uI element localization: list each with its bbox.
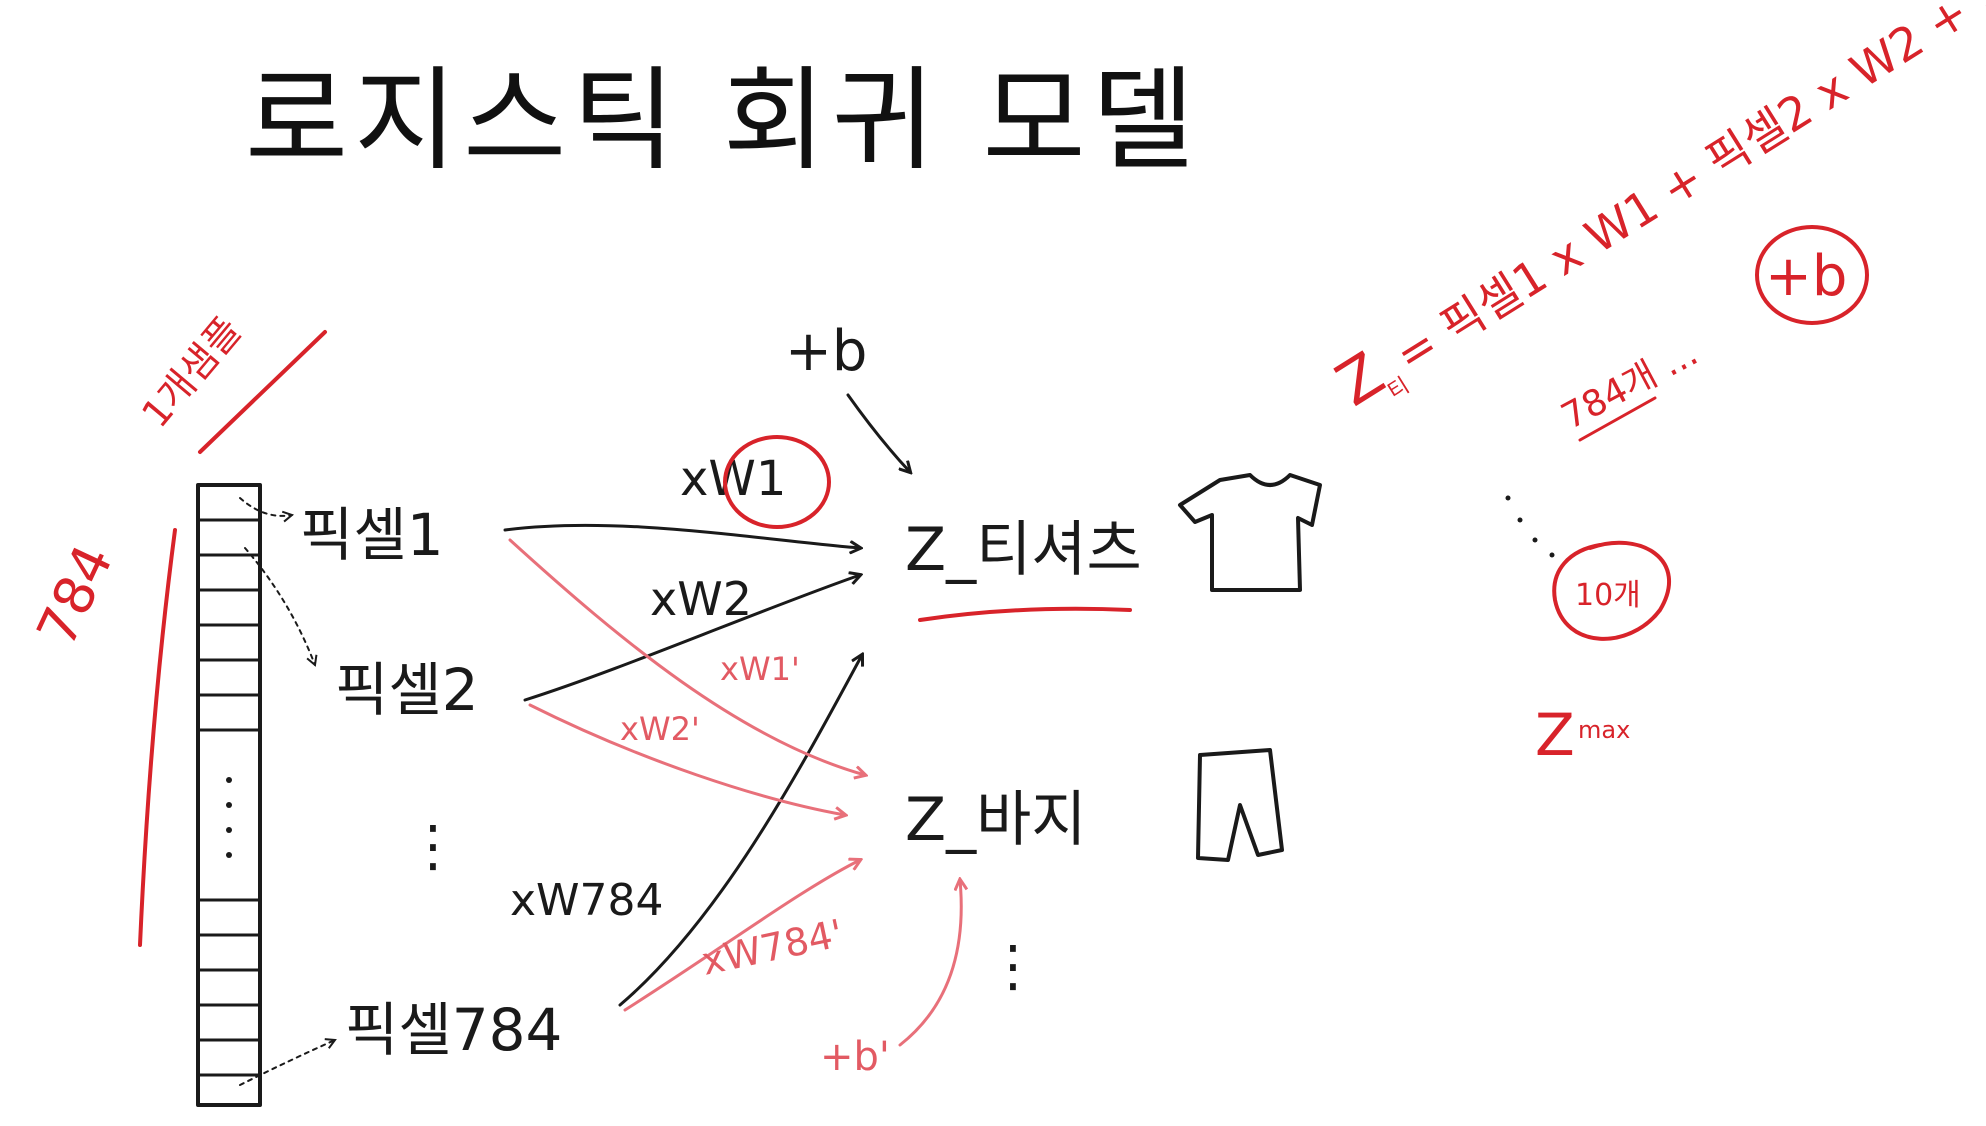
weight-label-w2-prime: xW2' [620, 710, 700, 748]
output-tshirt: Z_티셔츠 [905, 515, 1142, 585]
weight-label-w784-prime: xW784' [698, 911, 847, 984]
pixel-ellipsis: ⋮ [405, 814, 461, 879]
tshirt-icon [1178, 473, 1322, 592]
formula-bias-circle [1755, 225, 1869, 325]
formula-count: 784개 ... [1555, 332, 1705, 437]
classes-note: 10개 [1575, 578, 1641, 613]
pixel-label-2: 픽셀2 [335, 656, 479, 724]
output-ellipsis: ⋮ [985, 934, 1041, 999]
bias-label-bottom: +b' [820, 1034, 890, 1080]
sample-label: 1개샘플 [133, 309, 250, 436]
z-max-label: Z [1535, 701, 1575, 769]
bias-arrow-bottom [898, 880, 961, 1047]
classes-circle [1552, 540, 1672, 641]
pants-icon [1196, 748, 1284, 862]
red-weight-arrows [508, 538, 865, 1012]
black-weight-arrows [503, 523, 862, 1007]
bias-arrow-top [846, 393, 910, 472]
w1-highlight-circle [723, 435, 831, 529]
pixel-label-784: 픽셀784 [345, 996, 562, 1064]
sample-annotation: 1개샘플 784 [25, 309, 327, 947]
formula-bias: +b [1765, 244, 1847, 309]
weight-label-w2: xW2 [650, 572, 752, 626]
input-vector [196, 483, 262, 1107]
weight-label-w784: xW784 [510, 875, 664, 926]
formula-rhs: = 픽셀1 x W1 + 픽셀2 x W2 + ... [1386, 0, 1986, 382]
weight-label-w1-prime: xW1' [720, 650, 800, 688]
output-pants: Z_바지 [905, 785, 1087, 855]
page-title: 로지스틱 회귀 모델 [245, 56, 1201, 186]
z-max-sub: max [1578, 716, 1630, 744]
bias-label-top: +b [785, 319, 867, 384]
length-label: 784 [25, 535, 126, 655]
output-tshirt-underline [918, 606, 1132, 622]
formula-lhs: Z [1324, 339, 1396, 420]
pixel-label-1: 픽셀1 [300, 501, 444, 569]
